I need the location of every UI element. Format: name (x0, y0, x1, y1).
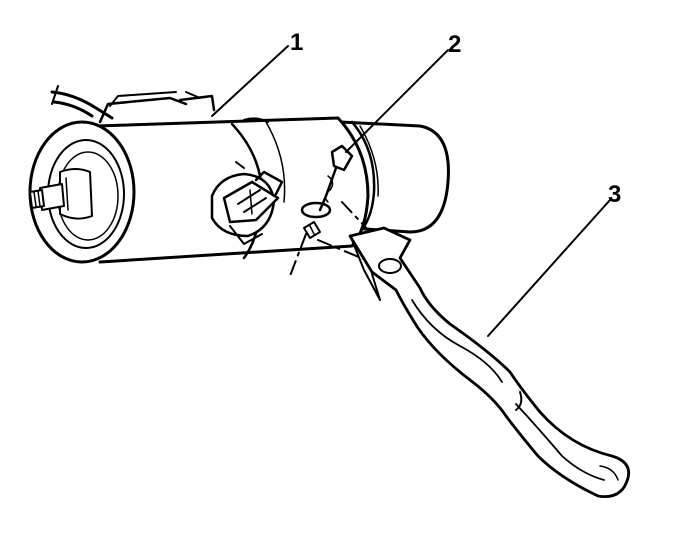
leader-lines (211, 45, 611, 337)
callout-1: 1 (290, 29, 303, 56)
wiring-harness (50, 85, 216, 124)
front-end-cap (28, 120, 136, 264)
pivot-bolt (300, 201, 332, 239)
callout-2: 2 (448, 31, 461, 58)
electrical-connector (210, 161, 284, 245)
callout-3: 3 (608, 181, 621, 208)
tilt-lever (348, 226, 631, 498)
